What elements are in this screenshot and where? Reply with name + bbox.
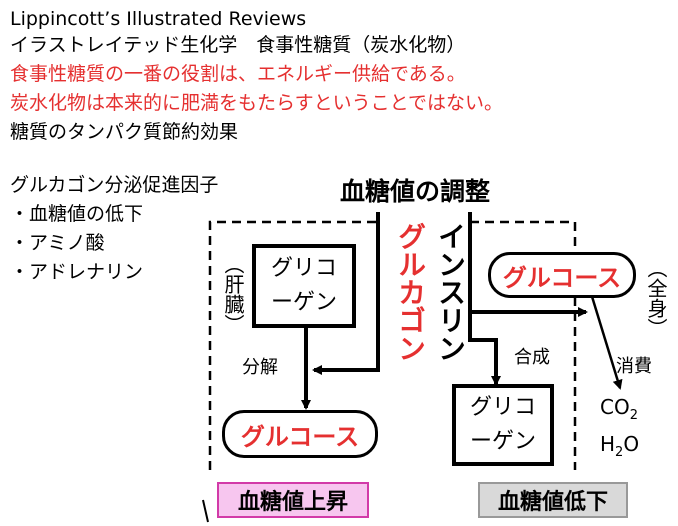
glucose-body-pill: グルコース bbox=[488, 252, 636, 298]
glycogen-liver-line1: グリコ bbox=[270, 256, 337, 281]
glucagon-factor-item: ・アドレナリン bbox=[10, 261, 144, 283]
header-line-2: イラストレイテッド生化学 食事性糖質（炭水化物） bbox=[10, 34, 466, 56]
synthesis-label: 合成 bbox=[514, 347, 550, 368]
h2o-h: H bbox=[600, 432, 616, 456]
glycogen-body-line1: グリコ bbox=[469, 395, 536, 420]
glucagon-line bbox=[312, 212, 380, 375]
header-line-1: Lippincott’s Illustrated Reviews bbox=[10, 8, 307, 30]
header-line-5: 糖質のタンパク質節約効果 bbox=[10, 121, 239, 143]
glucagon-label: グルカゴン bbox=[394, 222, 427, 362]
glucose-liver-pill: グルコース bbox=[222, 410, 378, 458]
body-label: （全身） bbox=[644, 258, 668, 338]
diagram-title: 血糖値の調整 bbox=[340, 177, 491, 206]
header-line-4: 炭水化物は本来的に肥満をもたらすということではない。 bbox=[10, 92, 504, 114]
blood-sugar-fall-box: 血糖値低下 bbox=[478, 482, 628, 518]
co2-label: CO2 bbox=[600, 395, 638, 423]
decomposition-label: 分解 bbox=[242, 357, 278, 378]
liver-label: （肝臓） bbox=[221, 254, 245, 334]
insulin-to-synthesis bbox=[468, 312, 501, 386]
h2o-label: H2O bbox=[600, 432, 639, 460]
blood-sugar-rise-box: 血糖値上昇 bbox=[217, 482, 369, 518]
dashed-frame bbox=[208, 220, 577, 470]
glucagon-factor-item: ・アミノ酸 bbox=[10, 232, 105, 254]
glycogen-liver-box: グリコ ーゲン bbox=[252, 244, 356, 328]
insulin-label: インスリン bbox=[434, 222, 467, 362]
h2o-o: O bbox=[623, 432, 640, 456]
glycogen-liver-line2: ーゲン bbox=[270, 290, 337, 315]
consumption-arrow bbox=[588, 289, 623, 390]
consumption-label: 消費 bbox=[616, 356, 652, 377]
co2-text: CO bbox=[600, 395, 630, 419]
co2-sub: 2 bbox=[629, 408, 638, 423]
header-line-3: 食事性糖質の一番の役割は、エネルギー供給である。 bbox=[10, 63, 466, 85]
glucagon-factors-heading: グルカゴン分泌促進因子 bbox=[10, 174, 219, 196]
glycogen-body-box: グリコ ーゲン bbox=[452, 384, 554, 466]
glycogen-body-line2: ーゲン bbox=[469, 429, 536, 454]
glucagon-factor-item: ・血糖値の低下 bbox=[10, 203, 144, 225]
h2o-sub: 2 bbox=[615, 445, 624, 460]
stray-mark bbox=[202, 499, 209, 523]
